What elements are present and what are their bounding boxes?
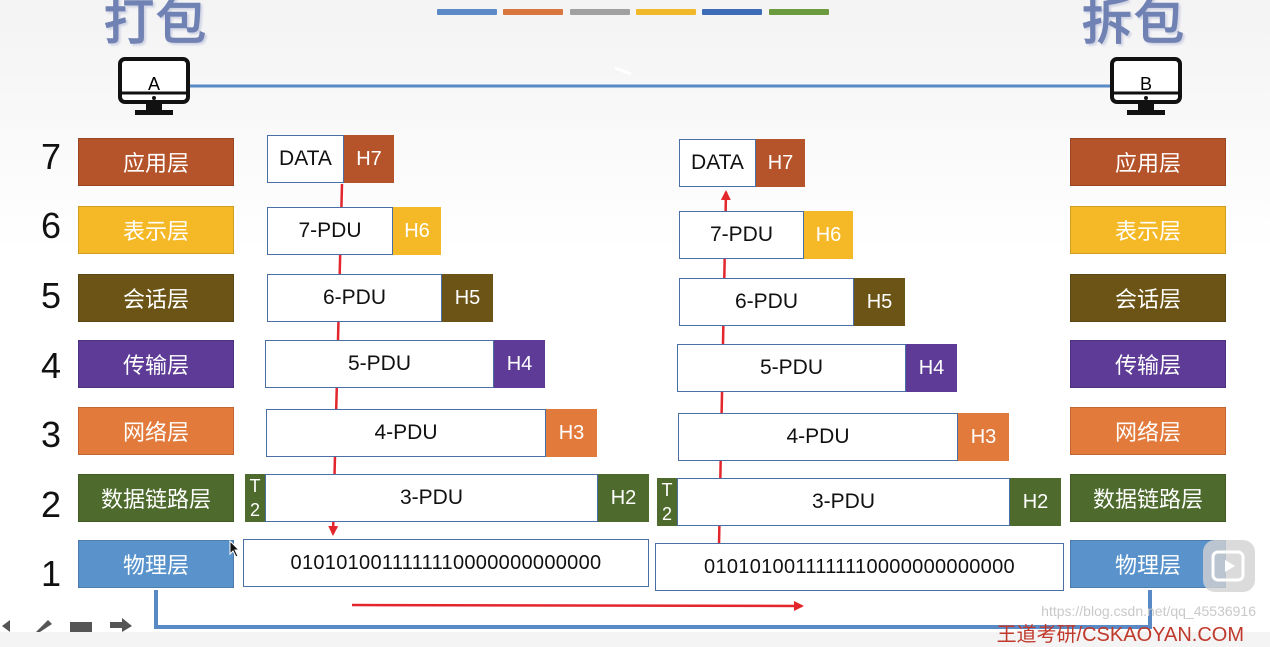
layer-transport-right: 传输层 [1070,340,1226,388]
layer-number-1: 1 [40,553,62,594]
header-h2-right: H2 [1010,478,1061,526]
layer-network-left: 网络层 [78,407,234,455]
layer-application-left: 应用层 [78,138,234,186]
pdu-4-left: 4-PDU [266,409,546,457]
layer-number-4: 4 [40,345,62,386]
layer-number-7: 7 [40,136,62,177]
layer-physical-left: 物理层 [78,540,234,588]
header-h3-right: H3 [958,413,1009,461]
layer-transport-left: 传输层 [78,340,234,388]
legend-dash-6 [769,9,829,15]
header-h6-right: H6 [804,211,853,259]
bitstream-right: 0101010011111110000000000000 [655,543,1064,591]
pdu-6-left: 6-PDU [267,274,442,322]
computer-a-icon: A [117,56,191,118]
layer-network-right: 网络层 [1070,407,1226,455]
data-block-left: DATA [267,135,344,183]
pdu-7-left: 7-PDU [267,207,393,255]
bitstream-left: 0101010011111110000000000000 [243,539,649,587]
footer-brand: 王道考研/CSKAOYAN.COM [996,624,1244,646]
physical-link-line [154,590,1152,629]
pdu-5-left: 5-PDU [265,340,494,388]
legend-dash-2 [503,9,563,15]
title-pack: 打包 [104,0,208,51]
header-h7-left: H7 [344,135,394,183]
header-h4-right: H4 [906,344,957,392]
layer-number-6: 6 [40,205,62,246]
layer-datalink-right: 数据链路层 [1070,474,1226,522]
header-h5-right: H5 [854,278,905,326]
header-h6-left: H6 [393,207,441,255]
layer-number-5: 5 [40,275,62,316]
transmission-arrow [351,600,804,611]
layer-session-right: 会话层 [1070,274,1226,322]
pdu-3-right: 3-PDU [677,478,1010,526]
layer-presentation-left: 表示层 [78,206,234,254]
legend-dash-1 [437,9,497,15]
layer-datalink-left: 数据链路层 [78,474,234,522]
pdu-6-right: 6-PDU [679,278,854,326]
layer-number-3: 3 [40,414,62,455]
pdu-7-right: 7-PDU [679,211,804,259]
slide-toolbar[interactable] [0,616,140,632]
mouse-cursor-icon [229,540,241,558]
layer-presentation-right: 表示层 [1070,206,1226,254]
header-h4-left: H4 [494,340,545,388]
header-h5-left: H5 [442,274,493,322]
pdu-4-right: 4-PDU [678,413,958,461]
layer-application-right: 应用层 [1070,138,1226,186]
layer-number-2: 2 [40,484,62,525]
header-h2-left: H2 [598,474,649,522]
header-h3-left: H3 [546,409,597,457]
watermark-url: https://blog.csdn.net/qq_45536916 [1041,603,1256,619]
title-unpack: 拆包 [1082,0,1186,51]
host-b-label: B [1139,74,1152,94]
legend-dash-3 [570,9,630,15]
legend-dash-4 [636,9,696,15]
layer-session-left: 会话层 [78,274,234,322]
host-a-label: A [147,74,160,94]
computer-b-icon: B [1109,56,1183,118]
layer-physical-right: 物理层 [1070,540,1226,588]
pdu-3-left: 3-PDU [265,474,598,522]
legend-dash-5 [702,9,762,15]
pdu-5-right: 5-PDU [677,344,906,392]
data-block-right: DATA [679,139,756,187]
header-h7-right: H7 [756,139,805,187]
play-button[interactable] [1203,540,1255,592]
